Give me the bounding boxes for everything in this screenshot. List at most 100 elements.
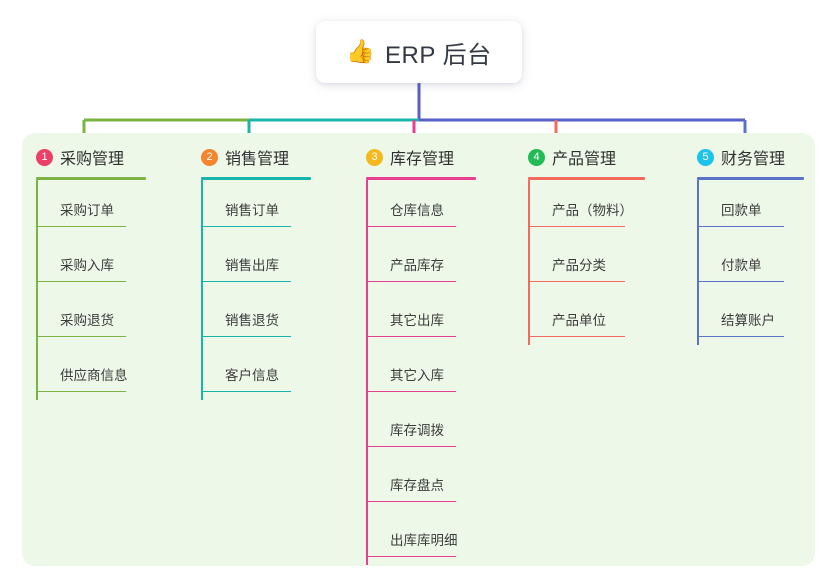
branch-spine bbox=[201, 180, 203, 400]
list-item-underline bbox=[201, 280, 291, 282]
list-item[interactable]: 出库库明细 bbox=[366, 510, 476, 565]
list-item[interactable]: 产品单位 bbox=[528, 290, 645, 345]
list-item-underline bbox=[366, 280, 456, 282]
list-item[interactable]: 产品库存 bbox=[366, 235, 476, 290]
list-item-label: 回款单 bbox=[721, 203, 762, 218]
list-item[interactable]: 销售订单 bbox=[201, 180, 311, 235]
column-header-5[interactable]: 5 财务管理 bbox=[697, 145, 804, 169]
list-item-underline bbox=[528, 335, 625, 337]
list-item[interactable]: 销售出库 bbox=[201, 235, 311, 290]
branch-spine bbox=[697, 180, 699, 345]
list-item-label: 销售退货 bbox=[225, 313, 279, 328]
list-item-label: 仓库信息 bbox=[390, 203, 444, 218]
branch-spine bbox=[528, 180, 530, 345]
list-item[interactable]: 客户信息 bbox=[201, 345, 311, 400]
list-item[interactable]: 供应商信息 bbox=[36, 345, 146, 400]
list-item[interactable]: 产品（物料） bbox=[528, 180, 645, 235]
list-item[interactable]: 采购订单 bbox=[36, 180, 146, 235]
list-item-label: 产品（物料） bbox=[552, 203, 633, 218]
column-header-3[interactable]: 3 库存管理 bbox=[366, 145, 476, 169]
list-item[interactable]: 采购退货 bbox=[36, 290, 146, 345]
list-item-underline bbox=[366, 555, 456, 557]
list-item-underline bbox=[36, 280, 126, 282]
column-underline bbox=[366, 177, 476, 180]
list-item-label: 库存盘点 bbox=[390, 478, 444, 493]
column-4: 4 产品管理产品（物料） 产品分类产品单位 bbox=[528, 145, 645, 345]
root-title: ERP 后台 bbox=[385, 41, 492, 69]
list-item-underline bbox=[36, 390, 126, 392]
list-item[interactable]: 其它出库 bbox=[366, 290, 476, 345]
column-header-1[interactable]: 1 采购管理 bbox=[36, 145, 146, 169]
column-items: 产品（物料） 产品分类产品单位 bbox=[528, 180, 645, 345]
number-badge-icon: 5 bbox=[697, 148, 714, 166]
number-badge-icon: 4 bbox=[528, 148, 545, 166]
list-item-label: 客户信息 bbox=[225, 368, 279, 383]
list-item-underline bbox=[36, 225, 126, 227]
column-title: 库存管理 bbox=[390, 151, 455, 168]
list-item-label: 采购订单 bbox=[60, 203, 114, 218]
list-item-underline bbox=[201, 225, 291, 227]
column-title: 销售管理 bbox=[225, 151, 290, 168]
list-item-label: 出库库明细 bbox=[390, 533, 458, 548]
list-item[interactable]: 结算账户 bbox=[697, 290, 804, 345]
column-5: 5 财务管理回款单付款单结算账户 bbox=[697, 145, 804, 345]
column-underline bbox=[201, 177, 311, 180]
list-item[interactable]: 产品分类 bbox=[528, 235, 645, 290]
list-item-label: 采购入库 bbox=[60, 258, 114, 273]
number-badge-icon: 2 bbox=[201, 148, 218, 166]
branch-spine bbox=[36, 180, 38, 400]
root-node[interactable]: 👍 ERP 后台 bbox=[316, 21, 522, 83]
list-item-label: 其它入库 bbox=[390, 368, 444, 383]
list-item-underline bbox=[528, 280, 625, 282]
list-item[interactable]: 仓库信息 bbox=[366, 180, 476, 235]
list-item-label: 销售订单 bbox=[225, 203, 279, 218]
list-item-underline bbox=[366, 445, 456, 447]
list-item-label: 库存调拨 bbox=[390, 423, 444, 438]
list-item-underline bbox=[366, 225, 456, 227]
column-underline bbox=[528, 177, 645, 180]
column-header-2[interactable]: 2 销售管理 bbox=[201, 145, 311, 169]
column-title: 财务管理 bbox=[721, 151, 786, 168]
list-item-label: 付款单 bbox=[721, 258, 762, 273]
list-item-underline bbox=[36, 335, 126, 337]
list-item[interactable]: 库存调拨 bbox=[366, 400, 476, 455]
number-badge-icon: 1 bbox=[36, 148, 53, 166]
list-item[interactable]: 采购入库 bbox=[36, 235, 146, 290]
list-item-label: 结算账户 bbox=[721, 313, 775, 328]
column-items: 回款单付款单结算账户 bbox=[697, 180, 804, 345]
list-item-underline bbox=[366, 390, 456, 392]
list-item-underline bbox=[528, 225, 625, 227]
list-item[interactable]: 付款单 bbox=[697, 235, 804, 290]
list-item-label: 产品单位 bbox=[552, 313, 606, 328]
list-item-underline bbox=[366, 500, 456, 502]
list-item[interactable]: 库存盘点 bbox=[366, 455, 476, 510]
list-item-label: 其它出库 bbox=[390, 313, 444, 328]
column-underline bbox=[697, 177, 804, 180]
list-item-underline bbox=[201, 335, 291, 337]
column-header-4[interactable]: 4 产品管理 bbox=[528, 145, 645, 169]
column-1: 1 采购管理采购订单采购入库采购退货供应商信息 bbox=[36, 145, 146, 400]
column-3: 3 库存管理仓库信息产品库存其它出库其它入库库存调拨库存盘点出库库明细 bbox=[366, 145, 476, 565]
list-item-underline bbox=[697, 280, 784, 282]
list-item[interactable]: 其它入库 bbox=[366, 345, 476, 400]
column-items: 销售订单销售出库销售退货客户信息 bbox=[201, 180, 311, 400]
thumbs-up-icon: 👍 bbox=[346, 38, 376, 65]
list-item[interactable]: 销售退货 bbox=[201, 290, 311, 345]
list-item-label: 供应商信息 bbox=[60, 368, 128, 383]
list-item[interactable]: 回款单 bbox=[697, 180, 804, 235]
list-item-underline bbox=[697, 335, 784, 337]
list-item-label: 采购退货 bbox=[60, 313, 114, 328]
column-underline bbox=[36, 177, 146, 180]
list-item-underline bbox=[201, 390, 291, 392]
column-2: 2 销售管理销售订单销售出库销售退货客户信息 bbox=[201, 145, 311, 400]
number-badge-icon: 3 bbox=[366, 148, 383, 166]
branch-spine bbox=[366, 180, 368, 565]
list-item-label: 销售出库 bbox=[225, 258, 279, 273]
list-item-label: 产品分类 bbox=[552, 258, 606, 273]
modules-panel bbox=[22, 133, 815, 566]
column-title: 产品管理 bbox=[552, 151, 617, 168]
column-title: 采购管理 bbox=[60, 151, 125, 168]
list-item-underline bbox=[366, 335, 456, 337]
